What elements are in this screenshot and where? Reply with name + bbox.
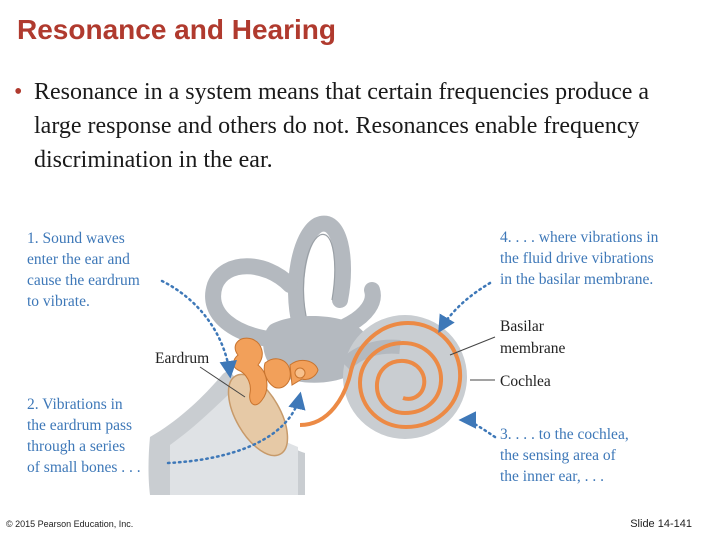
slide-number: Slide 14-141: [630, 518, 692, 530]
label-eardrum: Eardrum: [155, 350, 209, 367]
bullet-text: Resonance in a system means that certain…: [34, 79, 650, 173]
label-cochlea: Cochlea: [500, 373, 551, 390]
label-basilar-membrane: Basilar membrane: [500, 318, 566, 357]
copyright: © 2015 Pearson Education, Inc.: [6, 519, 134, 529]
bullet-marker: •: [14, 79, 23, 105]
step4-text: 4. . . . where vibrations in the fluid d…: [500, 229, 662, 288]
step1-text: 1. Sound waves enter the ear and cause t…: [27, 230, 144, 310]
ear-canal-inner: [170, 395, 298, 495]
ossicles: [233, 337, 319, 406]
step3-text: 3. . . . to the cochlea, the sensing are…: [500, 426, 633, 485]
step2-text: 2. Vibrations in the eardrum pass throug…: [27, 396, 141, 476]
slide-title: Resonance and Hearing: [17, 14, 336, 45]
bullet-point: • Resonance in a system means that certa…: [14, 75, 694, 177]
ear-diagram: 1. Sound waves enter the ear and cause t…: [27, 215, 662, 495]
dotted-arrow-icon: [160, 279, 497, 465]
leader-lines: [199, 336, 496, 398]
basilar-membrane-spiral: [299, 320, 463, 430]
